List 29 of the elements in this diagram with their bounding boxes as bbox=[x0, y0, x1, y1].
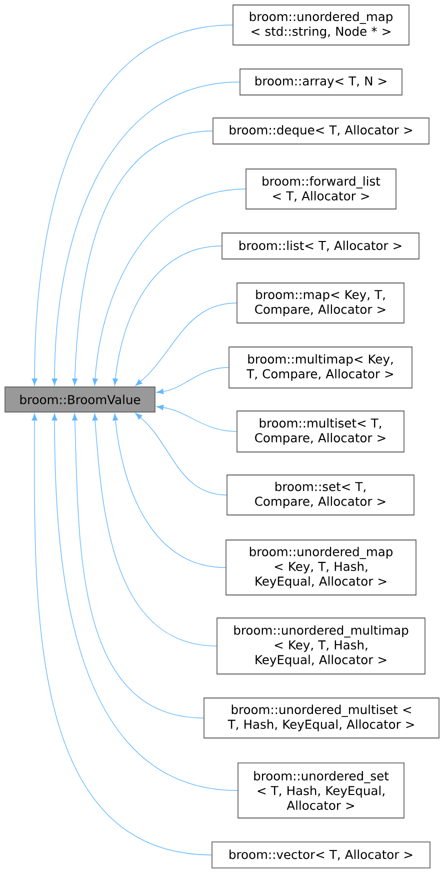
inheritance-arrow bbox=[32, 414, 212, 856]
inheritance-arrow bbox=[72, 414, 204, 718]
inheritance-arrow bbox=[112, 414, 226, 568]
class-box: broom::deque< T, Allocator > bbox=[212, 118, 430, 144]
class-box: broom::multimap< Key, T, Compare, Allocator > bbox=[228, 346, 412, 388]
inheritance-arrow bbox=[156, 367, 229, 394]
class-box: broom::vector< T, Allocator > bbox=[212, 842, 430, 868]
class-box: broom::multiset< T, Compare, Allocator > bbox=[236, 410, 404, 452]
class-box: broom::unordered_multimap < Key, T, Hash, KeyEqual, Allocator > bbox=[216, 618, 426, 674]
inheritance-arrow bbox=[72, 130, 213, 386]
class-box: broom::unordered_multiset < T, Hash, KeyEqual, Allocator > bbox=[204, 698, 440, 738]
inheritance-arrow bbox=[135, 302, 237, 386]
class-box: broom::unordered_map < Key, T, Hash, KeyEqual, Allocator > bbox=[226, 540, 416, 596]
class-box: broom::list< T, Allocator > bbox=[222, 232, 420, 260]
class-box: broom::map< Key, T, Compare, Allocator > bbox=[236, 282, 404, 324]
class-box: broom::unordered_map < std::string, Node * > bbox=[232, 4, 410, 46]
inheritance-arrow bbox=[52, 82, 240, 386]
class-box: broom::array< T, N > bbox=[240, 68, 402, 96]
inheritance-arrow bbox=[52, 414, 238, 791]
class-box: broom::BroomValue bbox=[4, 386, 156, 412]
inheritance-arrow bbox=[135, 413, 227, 496]
inheritance-arrow bbox=[92, 188, 246, 386]
inheritance-arrow bbox=[112, 246, 222, 386]
inheritance-arrow bbox=[92, 414, 217, 646]
class-box: broom::unordered_set < T, Hash, KeyEqual, Allocator > bbox=[238, 762, 404, 818]
inheritance-arrow bbox=[32, 24, 233, 386]
class-box: broom::set< T, Compare, Allocator > bbox=[226, 474, 414, 516]
class-box: broom::forward_list < T, Allocator > bbox=[246, 168, 396, 210]
inheritance-arrow bbox=[156, 404, 237, 432]
